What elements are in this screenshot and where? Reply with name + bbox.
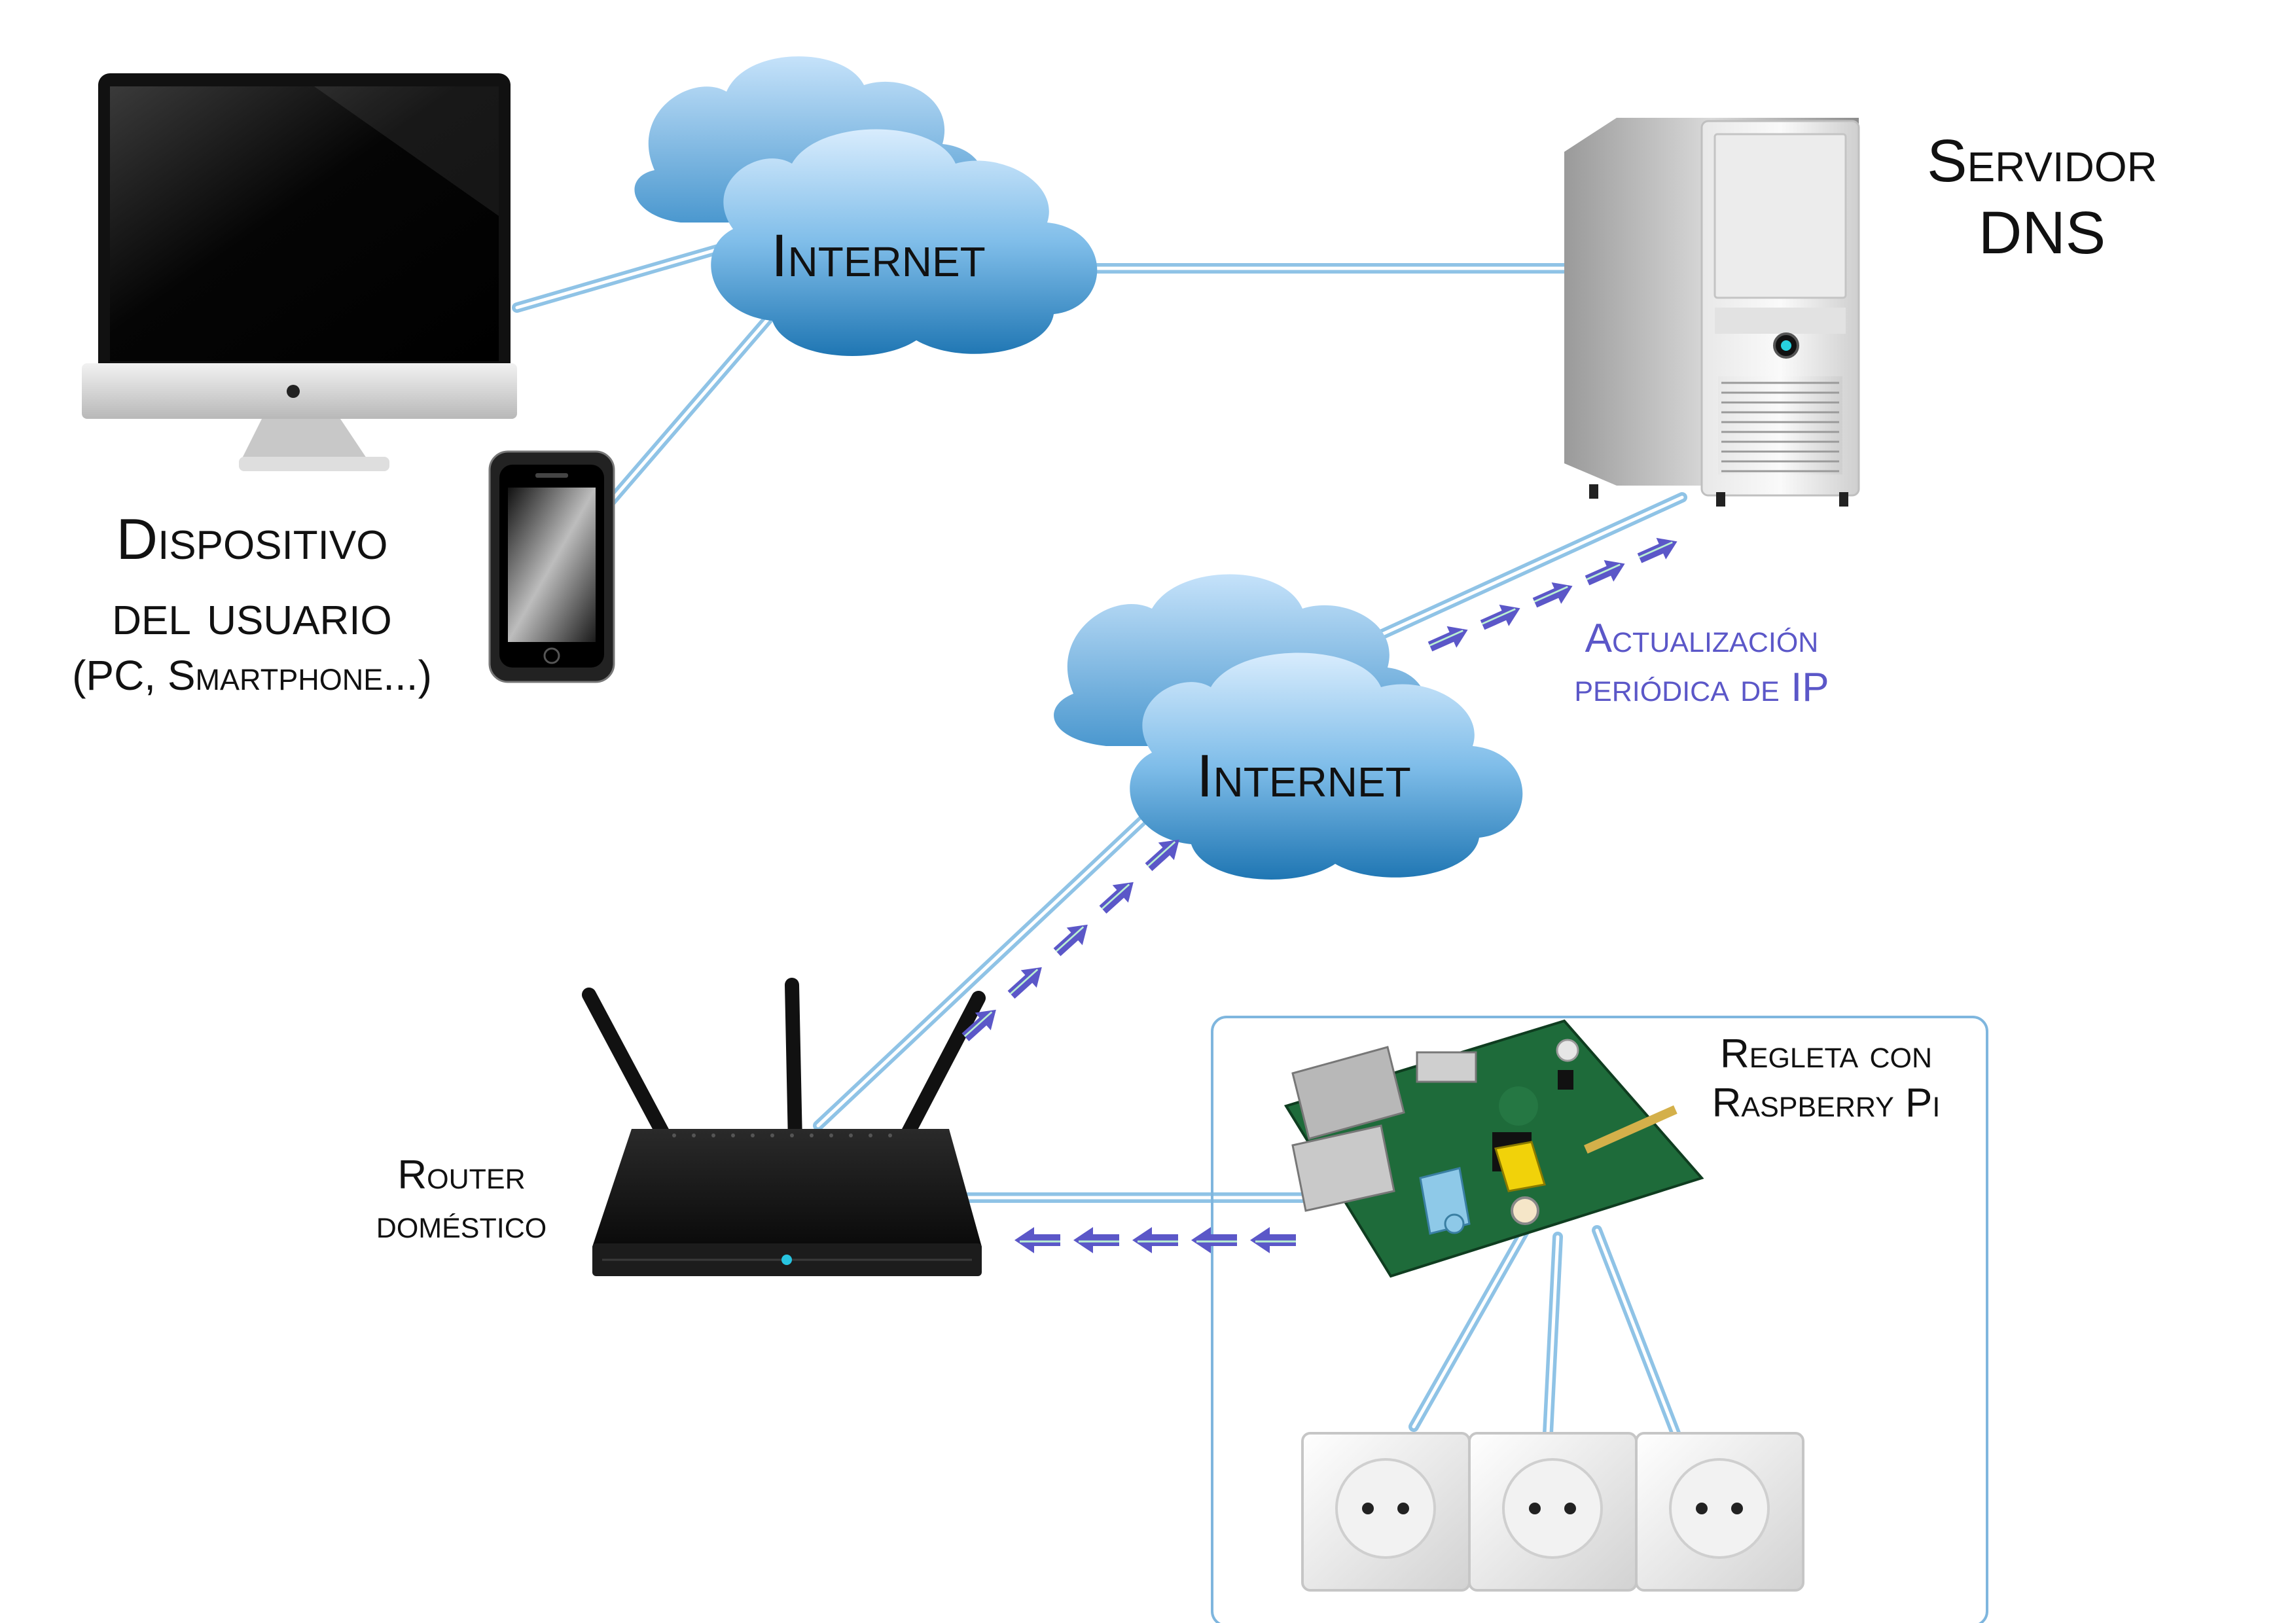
regleta-box xyxy=(1211,1016,1988,1623)
internet-cloud-mid-icon xyxy=(1054,574,1523,880)
arrows-to-router xyxy=(1013,1226,1297,1255)
raspberry-pi-board-icon xyxy=(1283,1019,1704,1278)
links xyxy=(512,243,1687,1438)
internet-top-label: Internet xyxy=(771,223,986,289)
servidor-label-line1: Servidor xyxy=(1927,128,2157,194)
router-label-line2: doméstico xyxy=(376,1202,547,1247)
smartphone-icon xyxy=(488,450,615,683)
desktop-monitor-icon xyxy=(82,73,517,471)
servidor-label-line2: DNS xyxy=(1978,200,2106,266)
power-socket-icon xyxy=(1301,1432,1471,1592)
server-tower-icon xyxy=(1564,118,1860,507)
internet-cloud-top-icon xyxy=(634,56,1098,356)
internet-mid-label: Internet xyxy=(1196,743,1411,810)
dispositivo-label-line1: Dispositivo xyxy=(116,507,388,571)
regleta-label-line1: Regleta con xyxy=(1719,1031,1933,1077)
actualizacion-label-line1: Actualización xyxy=(1585,616,1819,661)
dispositivo-label-line3: (PC, Smartphone...) xyxy=(72,652,432,699)
dispositivo-label-line2: del usuario xyxy=(112,582,392,647)
power-socket-icon xyxy=(1468,1432,1638,1592)
power-socket-icon xyxy=(1635,1432,1804,1592)
regleta-label-line2: Raspberry Pi xyxy=(1712,1080,1941,1126)
actualizacion-label-line2: periódica de IP xyxy=(1574,665,1829,710)
router-label-line1: Router xyxy=(397,1152,526,1198)
arrows-router-to-internet xyxy=(956,830,1189,1047)
wifi-router-icon xyxy=(582,978,986,1276)
